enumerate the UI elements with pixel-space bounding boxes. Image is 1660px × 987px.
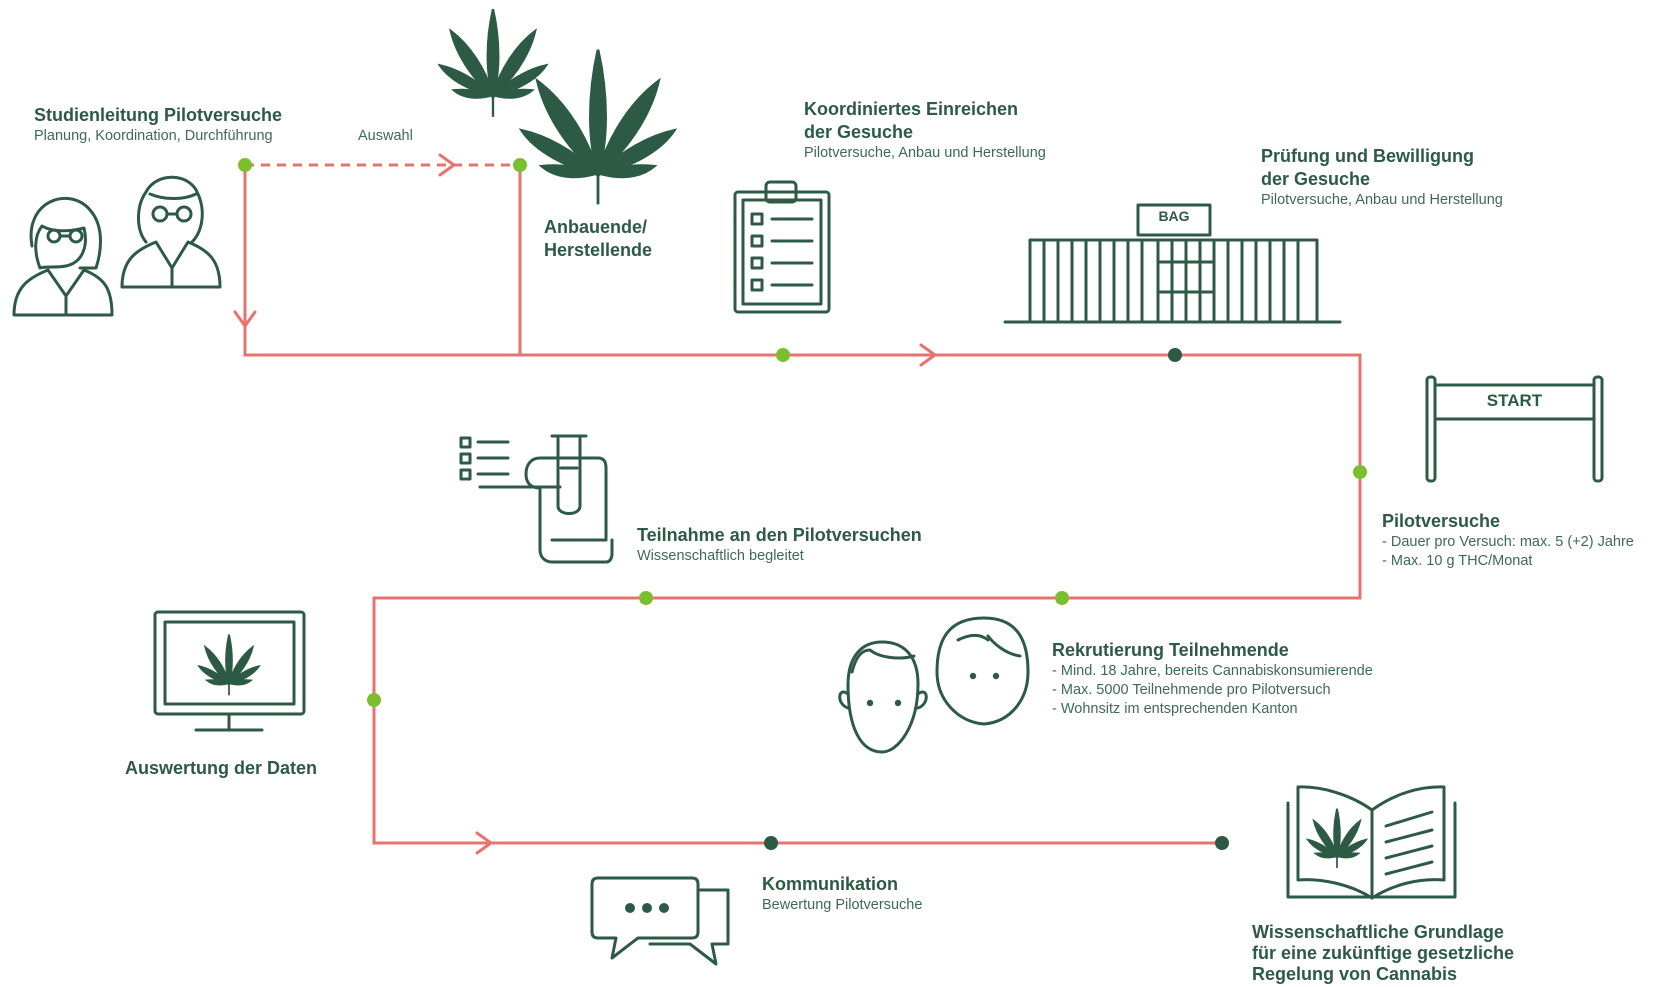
main-flow-line bbox=[243, 165, 1362, 845]
clipboard-checklist-icon bbox=[733, 180, 831, 314]
bag-sign: BAG bbox=[1158, 208, 1190, 224]
rekrutierung-list: Mind. 18 Jahre, bereits Cannabiskonsumie… bbox=[1052, 662, 1373, 719]
anbauende-line2: Herstellende bbox=[544, 240, 653, 260]
pilotversuche-list: Dauer pro Versuch: max. 5 (+2) Jahre Max… bbox=[1382, 533, 1634, 571]
step-grundlage: Wissenschaftliche Grundlage für eine zuk… bbox=[1252, 922, 1514, 985]
start-sign: START bbox=[1486, 391, 1543, 410]
anbauende-line1: Anbauende/ bbox=[544, 217, 648, 237]
participants-icon bbox=[838, 616, 1030, 754]
dot-auswahl bbox=[513, 158, 527, 172]
koordiniertes-line2: der Gesuche bbox=[804, 122, 914, 142]
studienleitung-title: Studienleitung Pilotversuche bbox=[34, 105, 283, 125]
step-anbauende: Anbauende/ Herstellende bbox=[544, 216, 652, 262]
kommunikation-title: Kommunikation bbox=[762, 874, 899, 894]
auswertung-title: Auswertung der Daten bbox=[125, 758, 318, 778]
teilnahme-title: Teilnahme an den Pilotversuchen bbox=[637, 525, 922, 545]
open-book-cannabis-icon bbox=[1286, 785, 1457, 900]
grundlage-line3: Regelung von Cannabis bbox=[1252, 964, 1458, 984]
pruefung-line1: Prüfung und Bewilligung bbox=[1261, 146, 1474, 166]
dot-grundlage bbox=[1215, 836, 1229, 850]
dot-rekrutierung bbox=[1055, 591, 1069, 605]
rekrutierung-item: Mind. 18 Jahre, bereits Cannabiskonsumie… bbox=[1052, 662, 1373, 681]
grundlage-line1: Wissenschaftliche Grundlage bbox=[1252, 922, 1504, 942]
koordiniertes-line1: Koordiniertes Einreichen bbox=[804, 99, 1019, 119]
rekrutierung-title: Rekrutierung Teilnehmende bbox=[1052, 640, 1289, 660]
step-rekrutierung: Rekrutierung Teilnehmende Mind. 18 Jahre… bbox=[1052, 639, 1373, 719]
pilotversuche-item: Dauer pro Versuch: max. 5 (+2) Jahre bbox=[1382, 533, 1634, 552]
chat-bubbles-icon bbox=[590, 876, 730, 966]
step-kommunikation: Kommunikation Bewertung Pilotversuche bbox=[762, 873, 922, 915]
grundlage-line2: für eine zukünftige gesetzliche bbox=[1252, 943, 1515, 963]
book-leaf-icon bbox=[1306, 807, 1368, 869]
auswahl-label: Auswahl bbox=[358, 128, 413, 144]
dot-pilotversuche bbox=[1353, 465, 1367, 479]
test-tube-document-icon bbox=[459, 434, 614, 564]
bag-building-icon bbox=[1003, 203, 1342, 324]
rekrutierung-item: Wohnsitz im entsprechenden Kanton bbox=[1052, 700, 1373, 719]
scientists-icon bbox=[12, 175, 222, 317]
start-banner-icon bbox=[1425, 375, 1604, 483]
studienleitung-subtitle: Planung, Koordination, Durchführung bbox=[34, 128, 273, 144]
dot-pruefung bbox=[1168, 348, 1182, 362]
dot-teilnahme bbox=[639, 591, 653, 605]
koordiniertes-subtitle: Pilotversuche, Anbau und Herstellung bbox=[804, 145, 1046, 161]
monitor-leaf-icon bbox=[198, 633, 260, 697]
teilnahme-subtitle: Wissenschaftlich begleitet bbox=[637, 548, 804, 564]
rekrutierung-item: Max. 5000 Teilnehmende pro Pilotversuch bbox=[1052, 681, 1373, 700]
step-teilnahme: Teilnahme an den Pilotversuchen Wissensc… bbox=[637, 524, 922, 566]
dot-einreichen bbox=[776, 348, 790, 362]
dot-auswertung bbox=[367, 693, 381, 707]
step-koordiniertes: Koordiniertes Einreichen der Gesuche Pil… bbox=[804, 98, 1046, 163]
step-pruefung: Prüfung und Bewilligung der Gesuche Pilo… bbox=[1261, 145, 1503, 210]
pruefung-line2: der Gesuche bbox=[1261, 169, 1371, 189]
flow-dots bbox=[238, 158, 1367, 850]
kommunikation-subtitle: Bewertung Pilotversuche bbox=[762, 897, 923, 913]
pilotversuche-title: Pilotversuche bbox=[1382, 511, 1501, 531]
monitor-cannabis-icon bbox=[153, 610, 306, 732]
process-path bbox=[243, 163, 1362, 845]
cannabis-leaf-icon bbox=[438, 8, 676, 206]
pruefung-subtitle: Pilotversuche, Anbau und Herstellung bbox=[1261, 192, 1503, 208]
pilotversuche-item: Max. 10 g THC/Monat bbox=[1382, 552, 1634, 571]
step-studienleitung: Studienleitung Pilotversuche Planung, Ko… bbox=[34, 104, 282, 146]
dot-studienleitung bbox=[238, 158, 252, 172]
chat-dots bbox=[625, 903, 669, 913]
step-pilotversuche: Pilotversuche Dauer pro Versuch: max. 5 … bbox=[1382, 510, 1634, 571]
dot-kommunikation bbox=[764, 836, 778, 850]
participants-eyes bbox=[866, 672, 1000, 707]
